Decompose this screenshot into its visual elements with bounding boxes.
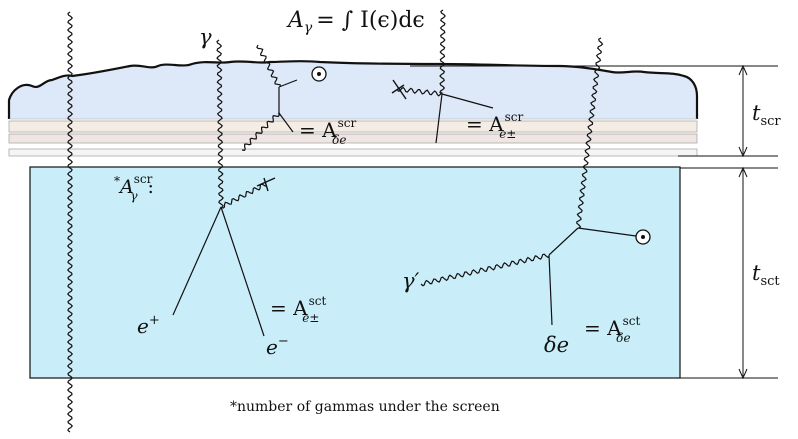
photon-gamma-main — [216, 39, 224, 208]
screen-layer-3 — [8, 148, 698, 157]
endpoint-scint-dot — [641, 235, 645, 239]
scintillator-body — [29, 166, 681, 379]
track-screen-right-down — [435, 93, 443, 144]
photon-left-through — [66, 11, 74, 433]
photon-gamma-prime — [420, 253, 550, 287]
e-plus-label: e+ — [137, 313, 160, 338]
t-sct-label: tsct — [752, 261, 780, 289]
track-compton-e — [577, 227, 637, 237]
gamma-label: γ — [199, 25, 212, 49]
kill-mark-screen-a — [392, 79, 407, 100]
photon-screen-right — [439, 9, 446, 95]
t-scr-arrow-top — [738, 64, 748, 76]
e-minus-label: e− — [266, 334, 289, 359]
t-sct-arrow-bottom — [738, 368, 748, 380]
track-screen-left-up — [278, 79, 298, 88]
photon-screen-right-kill — [396, 86, 443, 97]
photon-lines — [66, 9, 604, 433]
screen-layer-2 — [8, 133, 698, 144]
track-screen-right-e — [441, 93, 494, 109]
track-e-minus — [220, 206, 265, 337]
track-screen-left-delta — [278, 112, 294, 133]
photon-scint-kill — [220, 183, 268, 209]
track-compton-stem — [548, 227, 579, 256]
screen-body — [9, 61, 697, 119]
kill-mark-scint-a — [256, 177, 276, 187]
kill-mark-screen-b — [391, 84, 405, 94]
endpoint-screen-dot — [317, 72, 321, 76]
gamma-prime-label: γ′ — [402, 269, 420, 293]
kill-mark-scint-b — [263, 177, 269, 192]
footnote: *number of gammas under the screen — [230, 399, 500, 415]
photon-right-main — [576, 37, 604, 229]
t-sct-arrow-top — [738, 166, 748, 178]
photon-screen-left-out — [241, 112, 280, 152]
track-e-plus — [172, 206, 222, 316]
delta-e-label: δe — [544, 333, 569, 357]
t-scr-arrow-bottom — [738, 146, 748, 158]
t-scr-label: tscr — [752, 101, 781, 129]
title-equation: Aγ= ∫ I(ϵ)dϵ — [286, 8, 425, 36]
photon-screen-left-in — [256, 44, 281, 87]
track-delta-e — [548, 254, 553, 326]
screen-layer-1 — [8, 120, 698, 133]
